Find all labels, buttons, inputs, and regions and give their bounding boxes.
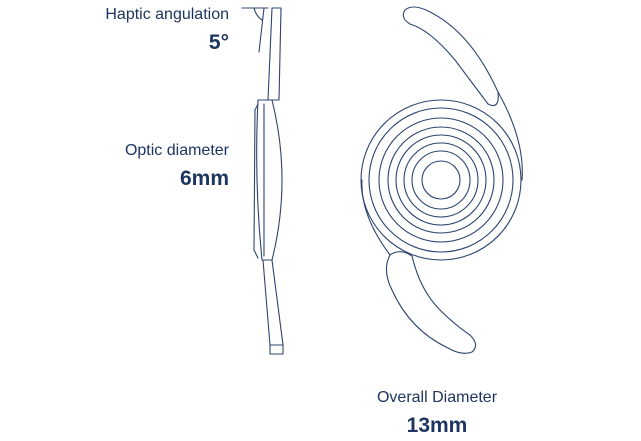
overall-diameter-value: 13mm [406,414,468,437]
upper-haptic [402,6,499,107]
optic-outer-ring [360,99,522,261]
upper-haptic-profile [267,7,282,101]
optic-diameter-label: Optic diameter [124,142,229,159]
lens-front-view [360,6,523,354]
lower-haptic-profile [262,259,284,346]
optic-diameter-value: 6mm [179,167,229,190]
overall-diameter-label: Overall Diameter [376,389,498,406]
haptic-angulation-value: 5° [208,31,229,54]
haptic-angulation-label: Haptic angulation [105,6,229,23]
optic-profile [256,99,283,261]
lower-haptic [385,251,477,354]
optic-center-ring [421,160,461,200]
lens-side-profile [241,7,284,355]
angulation-indicator [241,7,269,53]
